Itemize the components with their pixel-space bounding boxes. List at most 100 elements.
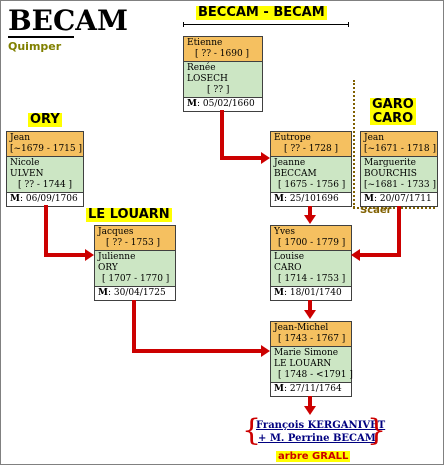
arrowhead-jean-michel [304, 406, 316, 415]
wife-section: Julienne ORY [ 1707 - 1770 ] [95, 251, 175, 287]
arrow-garo-segment-down [397, 206, 401, 257]
couple-card-etienne: Etienne [ ?? - 1690 ] Renée LOSECH [ ?? … [183, 36, 263, 112]
marriage-letter: M [187, 99, 197, 109]
husband-section: Jean-Michel [ 1743 - 1767 ] [271, 322, 351, 347]
arbre-link[interactable]: arbre GRALL [276, 451, 351, 462]
descendant-line-2[interactable]: + M. Perrine BECAM [258, 433, 376, 444]
husband-name: Eutrope [274, 133, 311, 143]
husband-section: Etienne [ ?? - 1690 ] [184, 37, 262, 62]
wife-dates: [ 1748 - <1791 ] [278, 370, 353, 380]
arrow-yves-segment-down [308, 300, 312, 311]
wife-section: Marguerite BOURCHIS [~1681 - 1733 ] [361, 157, 437, 193]
descendant-line-1[interactable]: François KERGANIVET [256, 420, 386, 431]
arrowhead-etienne [261, 152, 270, 164]
marriage-section: M: 20/07/1711 [361, 193, 437, 206]
brace-left: { [242, 413, 262, 448]
arrowhead-jacques [261, 345, 270, 357]
husband-name: Jean [364, 133, 385, 143]
page-title: BECAM [8, 4, 129, 37]
arrow-etienne-segment-down [220, 110, 224, 160]
brace-right: } [367, 413, 387, 448]
scaer-dotted-vertical [353, 80, 355, 208]
arrow-jean-michel-segment-down [308, 396, 312, 407]
arrowhead-ory [85, 249, 94, 261]
couple-card-yves: Yves [ 1700 - 1779 ] Louise CARO [ 1714 … [270, 225, 352, 301]
arrow-jacques-segment-down [132, 300, 136, 353]
husband-dates: [~1679 - 1715 ] [10, 144, 82, 154]
family-label-garo-line1: GARO [372, 97, 414, 112]
wife-first-name: Renée [187, 63, 216, 73]
scaer-dotted-horizontal [353, 207, 435, 209]
husband-dates: [ ?? - 1690 ] [195, 49, 250, 59]
family-label-garo: GARO CARO [370, 97, 416, 126]
place-scaer: Scaer [360, 205, 392, 216]
marriage-date: : 27/11/1764 [283, 384, 342, 394]
couple-card-jean-garo: Jean [~1671 - 1718 ] Marguerite BOURCHIS… [360, 131, 438, 207]
wife-first-name: Marguerite [364, 158, 416, 168]
family-label-garo-line2: CARO [372, 110, 414, 126]
marriage-section: M: 25/101696 [271, 193, 351, 206]
wife-surname: ORY [98, 263, 118, 273]
arrow-eutrope-segment-down [308, 206, 312, 216]
husband-dates: [~1671 - 1718 ] [364, 144, 436, 154]
couple-card-jean-ory: Jean [~1679 - 1715 ] Nicole ULVEN [ ?? -… [6, 131, 84, 207]
wife-surname: BOURCHIS [364, 169, 417, 179]
husband-name: Jean [10, 133, 31, 143]
husband-dates: [ 1700 - 1779 ] [278, 238, 346, 248]
marriage-letter: M [274, 194, 284, 204]
arrowhead-eutrope [304, 215, 316, 224]
couple-card-jacques: Jacques [ ?? - 1753 ] Julienne ORY [ 170… [94, 225, 176, 301]
beccam-bracket-line [183, 24, 349, 25]
marriage-section: M: 30/04/1725 [95, 287, 175, 300]
marriage-date: : 06/09/1706 [19, 194, 78, 204]
marriage-date: : 18/01/1740 [283, 288, 342, 298]
arrowhead-garo [351, 249, 360, 261]
wife-first-name: Nicole [10, 158, 40, 168]
wife-dates: [ 1707 - 1770 ] [102, 274, 170, 284]
marriage-date: : 30/04/1725 [107, 288, 166, 298]
marriage-letter: M [98, 288, 108, 298]
marriage-section: M: 06/09/1706 [7, 193, 83, 206]
wife-dates: [~1681 - 1733 ] [364, 180, 436, 190]
wife-dates: [ ?? - 1744 ] [18, 180, 73, 190]
beccam-bracket-left [183, 22, 184, 27]
marriage-date: : 25/101696 [283, 194, 339, 204]
wife-surname: CARO [274, 263, 302, 273]
wife-section: Louise CARO [ 1714 - 1753 ] [271, 251, 351, 287]
arrow-jacques-segment-right [132, 349, 262, 353]
wife-first-name: Julienne [98, 252, 136, 262]
family-label-beccam: BECCAM - BECAM [196, 5, 327, 20]
wife-section: Marie Simone LE LOUARN [ 1748 - <1791 ] [271, 347, 353, 383]
wife-surname: LE LOUARN [274, 359, 332, 369]
arrow-garo-segment-left [359, 253, 401, 257]
wife-section: Renée LOSECH [ ?? ] [184, 62, 262, 98]
husband-name: Jean-Michel [274, 323, 329, 333]
husband-dates: [ ?? - 1728 ] [284, 144, 339, 154]
husband-section: Jean [~1671 - 1718 ] [361, 132, 437, 157]
husband-dates: [ 1743 - 1767 ] [278, 334, 346, 344]
marriage-letter: M [274, 384, 284, 394]
husband-section: Yves [ 1700 - 1779 ] [271, 226, 351, 251]
wife-dates: [ 1714 - 1753 ] [278, 274, 346, 284]
marriage-section: M: 18/01/1740 [271, 287, 351, 300]
wife-first-name: Jeanne [274, 158, 306, 168]
arrow-ory-segment-down [44, 205, 48, 257]
husband-dates: [ ?? - 1753 ] [106, 238, 161, 248]
beccam-bracket-right [348, 22, 349, 27]
wife-first-name: Louise [274, 252, 305, 262]
wife-dates: [ 1675 - 1756 ] [278, 180, 346, 190]
marriage-date: : 05/02/1660 [196, 99, 255, 109]
marriage-letter: M [364, 194, 374, 204]
title-underline [8, 36, 74, 38]
family-label-lelouarn: LE LOUARN [86, 207, 172, 222]
arrow-etienne-segment-right [220, 156, 262, 160]
husband-name: Yves [274, 227, 295, 237]
arrowhead-yves [304, 310, 316, 319]
husband-name: Jacques [98, 227, 134, 237]
wife-dates: [ ?? ] [207, 85, 230, 95]
wife-section: Jeanne BECCAM [ 1675 - 1756 ] [271, 157, 351, 193]
marriage-letter: M [10, 194, 20, 204]
marriage-date: : 20/07/1711 [373, 194, 432, 204]
wife-surname: LOSECH [187, 74, 228, 84]
marriage-section: M: 05/02/1660 [184, 98, 262, 111]
